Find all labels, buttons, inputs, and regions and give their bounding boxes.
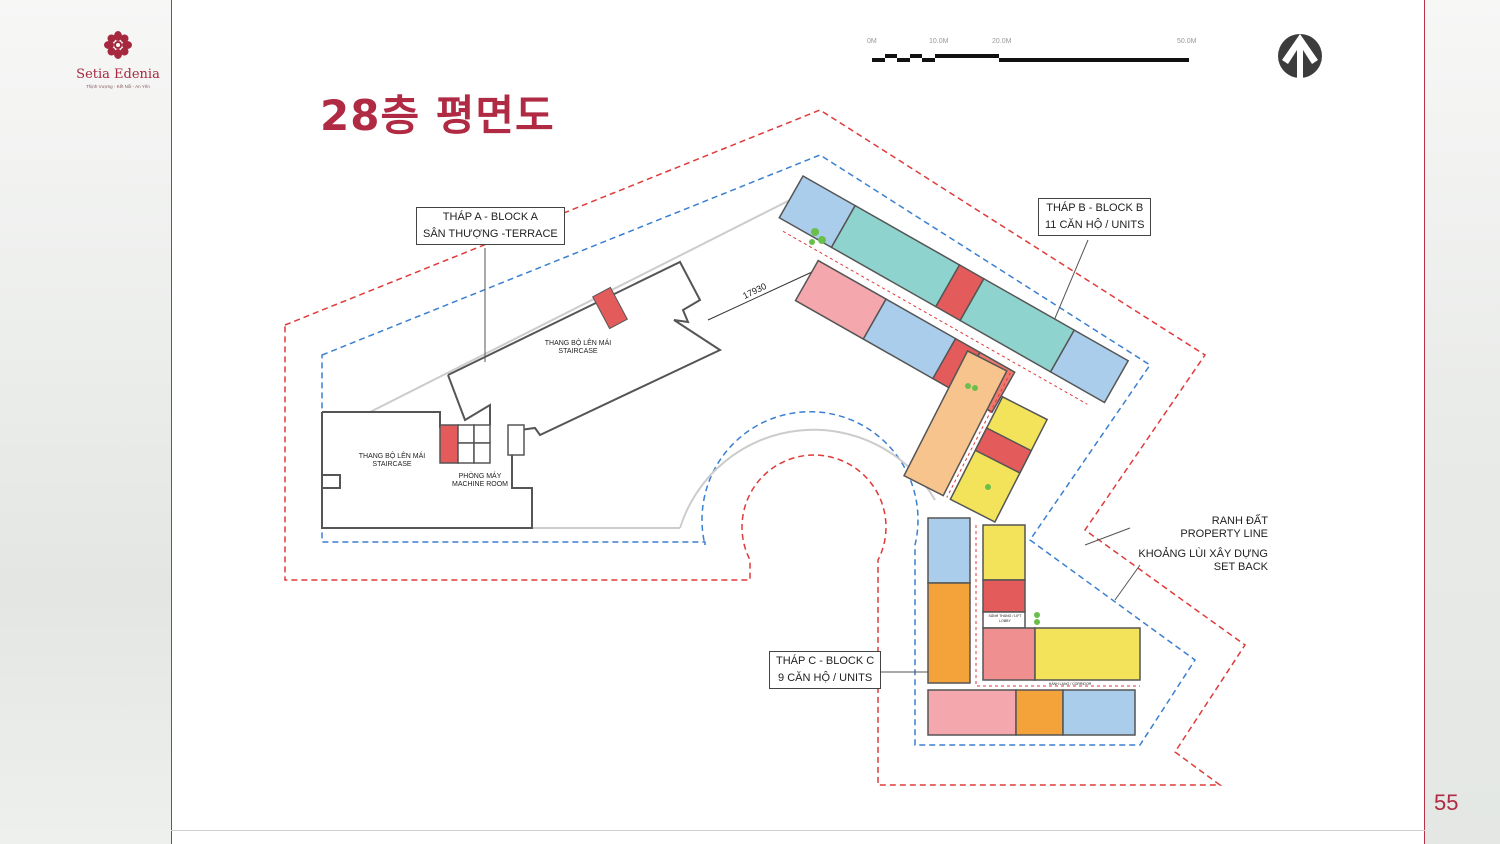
scale-label-0: 0M [867, 38, 877, 45]
property-line [284, 109, 1247, 786]
machine-room-line2: MACHINE ROOM [452, 481, 508, 488]
brand-logo: Setia Edenia Thịnh Vượng - Kết Nối - An … [72, 30, 164, 89]
block-a-label: THÁP A - BLOCK A SÂN THƯỢNG -TERRACE [416, 207, 565, 245]
property-line-line1: RANH ĐẤT [1211, 515, 1268, 527]
scale-bar [872, 54, 1189, 62]
block-c-label-line2: 9 CĂN HỘ / UNITS [778, 672, 873, 684]
scale-label-20: 20.0M [992, 38, 1012, 45]
brand-name: Setia Edenia [76, 67, 160, 82]
block-c-label-line1: THÁP C - BLOCK C [776, 655, 875, 667]
block-b-leader [1049, 239, 1089, 331]
block-b-label-line1: THÁP B - BLOCK B [1046, 202, 1144, 214]
block-a-label-line2: SÂN THƯỢNG -TERRACE [423, 228, 558, 240]
property-leader [1084, 527, 1131, 546]
staircase-lower-line2: STAIRCASE [372, 461, 412, 468]
staircase-lower-label: THANG BỘ LÊN MÁI STAIRCASE [354, 453, 430, 469]
setback-line2: SET BACK [1213, 561, 1268, 573]
staircase-upper-line2: STAIRCASE [558, 348, 598, 355]
setback-line1: KHOẢNG LÙI XÂY DỰNG [1138, 548, 1268, 560]
block-c-label: THÁP C - BLOCK C 9 CĂN HỘ / UNITS [769, 651, 882, 689]
staircase-lower-line1: THANG BỘ LÊN MÁI [358, 453, 426, 460]
corridor-label: HÀNH LANG / CORRIDOR [1048, 682, 1092, 686]
dimension-line [707, 271, 813, 321]
staircase-upper-label: THANG BỘ LÊN MÁI STAIRCASE [540, 340, 616, 356]
core-block-a [439, 424, 525, 464]
left-background-panel [0, 0, 171, 844]
machine-room-line1: PHÒNG MÁY [458, 473, 502, 480]
block-b-label-line2: 11 CĂN HỘ / UNITS [1045, 219, 1145, 231]
setback-label: KHOẢNG LÙI XÂY DỰNG SET BACK [1120, 548, 1268, 574]
page-number: 55 [1434, 790, 1459, 815]
block-a-outline [321, 260, 723, 529]
machine-room-label: PHÒNG MÁY MACHINE ROOM [446, 473, 514, 489]
trees [809, 228, 1040, 625]
block-b-units [778, 174, 1130, 414]
lift-lobby-label: SẢNH THANG / LIFT LOBBY [988, 614, 1022, 623]
property-line-label: RANH ĐẤT PROPERTY LINE [1130, 515, 1268, 541]
bottom-divider [171, 830, 1425, 831]
brand-tagline: Thịnh Vượng - Kết Nối - An Yên [86, 84, 150, 89]
block-b-wing-units [903, 349, 1049, 523]
setback-leader [1114, 564, 1141, 601]
page-title: 28층 평면도 [320, 91, 555, 140]
flower-logo-icon [104, 31, 132, 59]
scale-label-50: 50.0M [1177, 38, 1197, 45]
block-a-label-line1: THÁP A - BLOCK A [442, 211, 538, 223]
site-outline [369, 194, 936, 529]
property-line-line2: PROPERTY LINE [1180, 528, 1268, 540]
right-divider [1424, 0, 1425, 844]
left-divider [171, 0, 172, 844]
staircase-upper-core [592, 286, 628, 330]
scale-label-10: 10.0M [929, 38, 949, 45]
block-b-label: THÁP B - BLOCK B 11 CĂN HỘ / UNITS [1038, 198, 1152, 236]
staircase-upper-line1: THANG BỘ LÊN MÁI [544, 340, 612, 347]
north-arrow-icon [1278, 34, 1322, 78]
right-background-panel [1425, 0, 1500, 844]
setback-line [321, 154, 1197, 746]
block-c-units [927, 517, 1141, 736]
